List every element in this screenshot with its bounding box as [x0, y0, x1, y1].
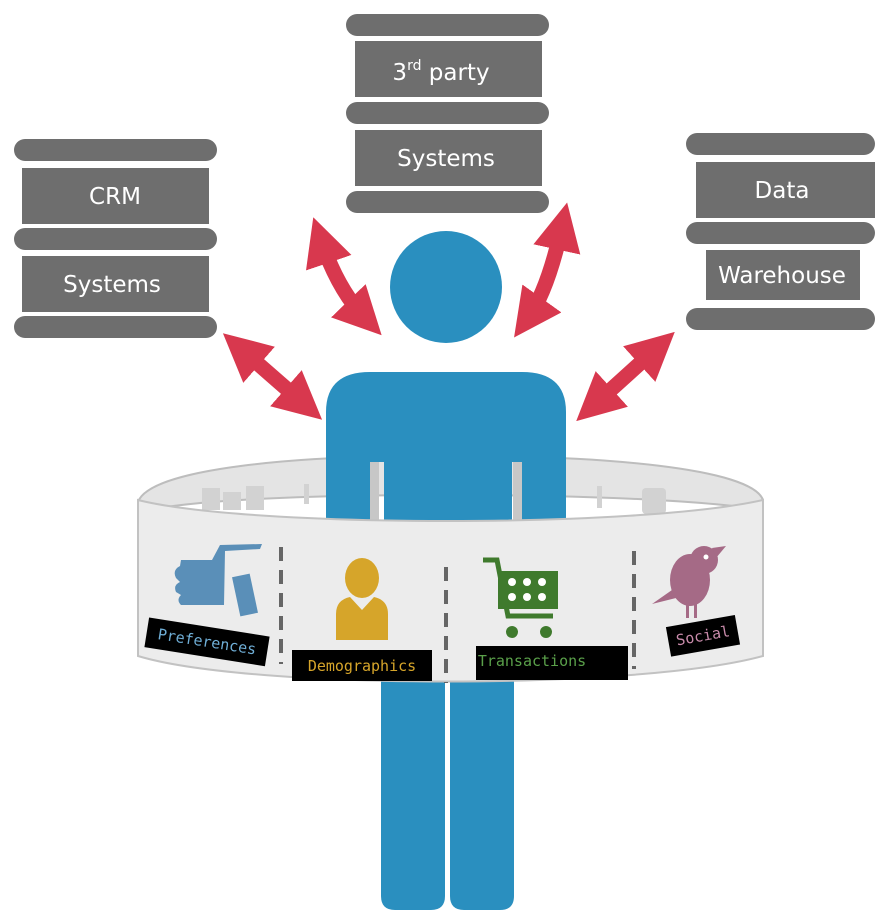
belt-front: Preferences Demographics Transactions So…: [137, 498, 764, 683]
third-party-label: 3rd party: [392, 58, 489, 86]
person-arm-gap: [513, 462, 522, 542]
belt-label-demographics: Demographics: [292, 650, 432, 681]
db-body: [706, 250, 860, 300]
belt-dividers: [279, 547, 636, 683]
thumbs-up-icon: [174, 544, 262, 617]
bird-icon: [652, 546, 726, 618]
db-disk: [346, 102, 549, 124]
third-party-systems-label: Systems: [397, 146, 495, 172]
label-plate: [665, 614, 741, 657]
transactions-label: Transactions: [478, 652, 586, 670]
person-arm-gap: [370, 462, 379, 542]
crm-systems-label: Systems: [63, 272, 161, 298]
faded-icon: [223, 492, 241, 510]
db-body: [696, 162, 875, 218]
label-plate: [476, 646, 628, 680]
belt-label-transactions: Transactions: [476, 646, 628, 680]
db-disk: [14, 228, 217, 250]
db-body: [355, 41, 542, 97]
curved-arrow-right: [514, 202, 581, 338]
data-warehouse-database: Data Warehouse: [686, 133, 875, 330]
person-torso: [326, 372, 566, 540]
shopping-cart-icon: [483, 557, 558, 638]
db-body: [22, 256, 209, 312]
label-plate: [144, 617, 270, 667]
faded-icon: [304, 484, 309, 504]
db-disk: [686, 222, 875, 244]
demographics-label: Demographics: [308, 657, 416, 675]
belt-back-faded-icons: [202, 484, 666, 514]
data-flow-arrows: [222, 202, 675, 422]
person-head: [390, 231, 502, 343]
faded-icon: [202, 488, 220, 510]
db-body: [355, 130, 542, 186]
crm-label: CRM: [89, 184, 141, 210]
db-body: [22, 168, 209, 224]
db-disk: [14, 316, 217, 338]
data-label: Data: [755, 178, 810, 204]
faded-icon: [246, 486, 264, 510]
straight-arrow-right: [576, 331, 675, 422]
warehouse-label: Warehouse: [718, 263, 846, 289]
db-disk: [686, 133, 875, 155]
belt-label-social: Social: [665, 614, 741, 657]
db-disk: [346, 191, 549, 213]
demographics-person-icon: [336, 558, 388, 640]
db-disk: [686, 308, 875, 330]
db-disk: [14, 139, 217, 161]
faded-icon: [642, 488, 666, 514]
faded-icon: [597, 486, 602, 508]
label-plate: [292, 650, 432, 681]
curved-arrow-left: [306, 217, 382, 336]
db-disk: [346, 14, 549, 36]
third-party-database: 3rd party Systems: [346, 14, 549, 213]
crm-database: CRM Systems: [14, 139, 217, 338]
straight-arrow-left: [222, 333, 323, 420]
